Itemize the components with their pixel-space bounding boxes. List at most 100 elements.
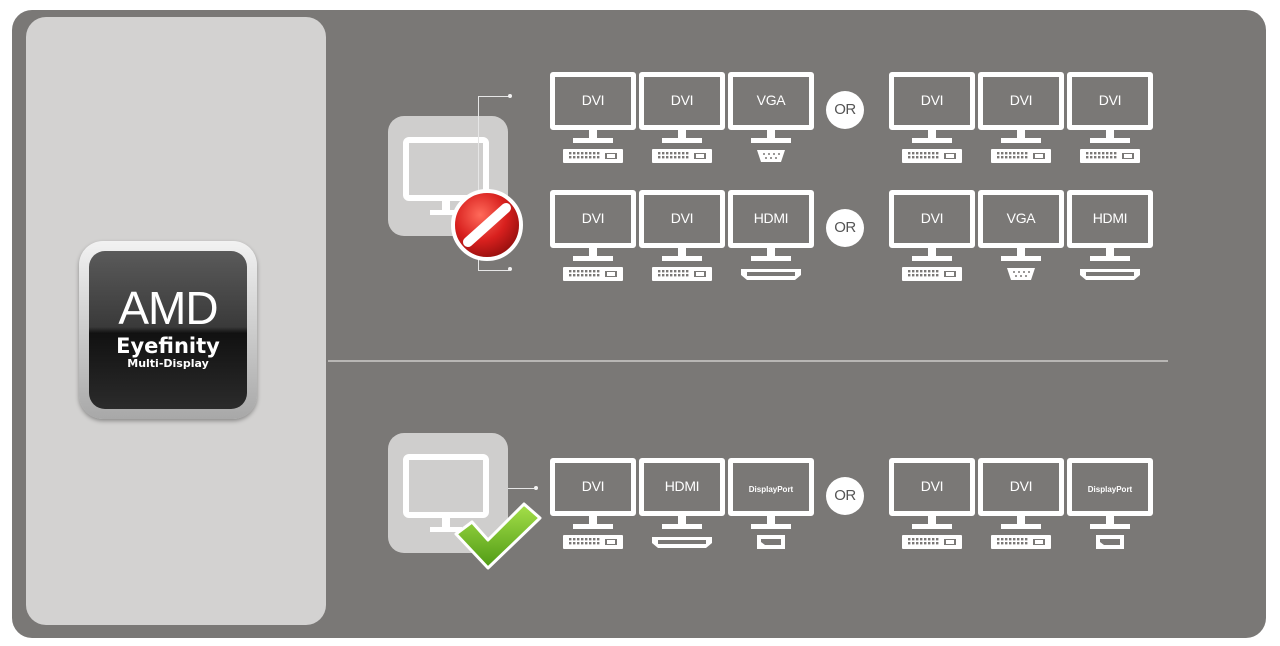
dvi-connector-icon <box>902 149 962 163</box>
monitor-hdmi: HDMI <box>728 190 814 286</box>
monitor-dvi: DVI <box>550 72 636 168</box>
monitor-foot <box>751 138 791 143</box>
dvi-connector-icon <box>991 535 1051 549</box>
monitor-screen <box>889 72 975 130</box>
monitor-screen <box>639 190 725 248</box>
monitor-dvi: DVI <box>550 458 636 554</box>
monitor-neck <box>1106 516 1114 524</box>
monitor-foot <box>751 524 791 529</box>
monitor-screen <box>978 190 1064 248</box>
port-label: DVI <box>670 92 694 108</box>
monitor-displayport: DisplayPort <box>728 458 814 554</box>
checkmark-icon <box>454 502 542 570</box>
displayport-connector-icon <box>1096 535 1124 549</box>
port-label: DVI <box>920 478 944 494</box>
connector-dot <box>508 94 512 98</box>
port-label: HDMI <box>1092 210 1128 226</box>
monitor-foot <box>662 524 702 529</box>
monitor-neck <box>678 130 686 138</box>
monitor-screen <box>550 458 636 516</box>
monitor-screen <box>889 458 975 516</box>
dvi-connector-icon <box>902 535 962 549</box>
badge-product: Eyefinity <box>116 334 220 358</box>
port-label: DisplayPort <box>1087 485 1133 494</box>
monitor-vga: VGA <box>978 190 1064 286</box>
monitor-dvi: DVI <box>978 458 1064 554</box>
or-separator: OR <box>826 209 864 247</box>
displayport-connector-icon <box>757 535 785 549</box>
monitor-neck <box>678 248 686 256</box>
hdmi-connector-icon <box>1080 269 1140 280</box>
monitor-icon <box>403 137 489 215</box>
connection-line <box>508 488 534 489</box>
hdmi-connector-icon <box>652 537 712 548</box>
monitor-neck <box>767 130 775 138</box>
connector-dot <box>508 267 512 271</box>
monitor-neck <box>928 516 936 524</box>
monitor-neck <box>589 130 597 138</box>
monitor-dvi: DVI <box>889 458 975 554</box>
vga-connector-icon <box>1007 268 1035 280</box>
monitor-neck <box>589 516 597 524</box>
source-computer-supported <box>388 433 508 553</box>
monitor-hdmi: HDMI <box>639 458 725 554</box>
monitor-foot <box>912 256 952 261</box>
monitor-neck <box>1017 248 1025 256</box>
port-label: DVI <box>1098 92 1122 108</box>
monitor-screen <box>728 190 814 248</box>
monitor-screen <box>728 72 814 130</box>
monitor-vga: VGA <box>728 72 814 168</box>
dvi-connector-icon <box>991 149 1051 163</box>
monitor-dvi: DVI <box>1067 72 1153 168</box>
badge-brand: AMD <box>118 282 218 334</box>
prohibited-icon <box>451 189 523 261</box>
port-label: VGA <box>1006 210 1036 226</box>
dvi-connector-icon <box>652 149 712 163</box>
connector-dot <box>534 486 538 490</box>
port-label: HDMI <box>664 478 700 494</box>
connection-bracket <box>478 96 509 271</box>
monitor-foot <box>1090 256 1130 261</box>
dvi-connector-icon <box>563 149 623 163</box>
monitor-foot <box>1001 138 1041 143</box>
monitor-screen <box>1067 458 1153 516</box>
monitor-neck <box>589 248 597 256</box>
monitor-hdmi: HDMI <box>1067 190 1153 286</box>
port-label: DVI <box>581 210 605 226</box>
port-label: DVI <box>920 210 944 226</box>
monitor-foot <box>751 256 791 261</box>
monitor-screen <box>978 458 1064 516</box>
monitor-dvi: DVI <box>978 72 1064 168</box>
monitor-foot <box>1001 524 1041 529</box>
monitor-neck <box>767 248 775 256</box>
monitor-screen <box>1067 72 1153 130</box>
port-label: DVI <box>1009 92 1033 108</box>
monitor-foot <box>662 256 702 261</box>
monitor-dvi: DVI <box>550 190 636 286</box>
monitor-screen <box>639 458 725 516</box>
port-label: DVI <box>920 92 944 108</box>
vga-connector-icon <box>757 150 785 162</box>
monitor-foot <box>1090 524 1130 529</box>
monitor-screen <box>550 190 636 248</box>
monitor-neck <box>1017 130 1025 138</box>
port-label: HDMI <box>753 210 789 226</box>
monitor-dvi: DVI <box>639 190 725 286</box>
monitor-foot <box>1090 138 1130 143</box>
monitor-foot <box>662 138 702 143</box>
dvi-connector-icon <box>1080 149 1140 163</box>
monitor-icon <box>403 454 489 532</box>
monitor-neck <box>928 248 936 256</box>
monitor-foot <box>573 138 613 143</box>
monitor-neck <box>767 516 775 524</box>
port-label: DVI <box>581 478 605 494</box>
monitor-dvi: DVI <box>889 190 975 286</box>
monitor-screen <box>728 458 814 516</box>
hdmi-connector-icon <box>741 269 801 280</box>
monitor-screen <box>1067 190 1153 248</box>
dvi-connector-icon <box>902 267 962 281</box>
monitor-screen <box>978 72 1064 130</box>
dvi-connector-icon <box>563 267 623 281</box>
or-separator: OR <box>826 477 864 515</box>
badge-face: AMD Eyefinity Multi-Display <box>89 251 247 409</box>
